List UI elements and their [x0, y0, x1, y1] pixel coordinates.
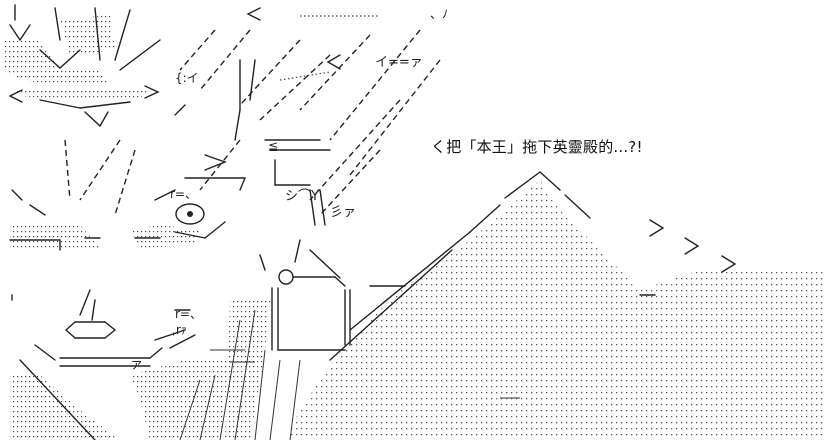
dotted-fill-ground-mid — [130, 225, 200, 248]
glyph-shi: シ⌒Y — [285, 189, 319, 204]
mountain-peak-outline — [504, 171, 561, 199]
ruined-building — [271, 249, 406, 351]
dotted-fill-ground-left — [10, 225, 100, 250]
dotted-fill-banner — [15, 88, 150, 100]
glyph-i-2: {:イ — [175, 71, 199, 85]
chevron-mark-3 — [721, 255, 737, 273]
mountain-dotted-fill — [285, 180, 824, 440]
figure-lower-left — [19, 289, 196, 440]
glyph-paren: 、ﾉ — [430, 7, 448, 21]
chevron-mark-2 — [684, 237, 700, 255]
glyph-i-1: イ==ァ — [375, 55, 423, 70]
glyph-kana-a: ァ — [130, 357, 143, 372]
glyph-r3: ,rｧ — [172, 323, 187, 337]
figure-center — [204, 59, 331, 271]
dotted-fill-bottom-mid — [130, 360, 230, 440]
scattered-marks — [11, 104, 656, 301]
chevron-mark-1 — [649, 219, 665, 237]
dotted-fill-ruins — [225, 300, 270, 440]
speech-text: く把「本王」拖下英靈殿的...?! — [431, 138, 643, 156]
figure-face-left — [9, 177, 246, 251]
dotted-fill-top-left — [5, 40, 110, 85]
chevron-left-mid — [326, 54, 341, 70]
ruins-stairs — [179, 309, 520, 440]
glyph-r: r=、 — [170, 187, 197, 201]
dotted-fill-hair — [60, 15, 115, 55]
glyph-geq: ≦ — [268, 139, 278, 153]
glyph-r2: r=、 — [175, 307, 202, 321]
glyph-sanzui: 彡ァ — [330, 205, 356, 220]
eye-shape — [175, 203, 205, 225]
speed-lines — [64, 29, 441, 216]
orb-shape — [278, 269, 294, 285]
figure-top-left — [8, 4, 161, 127]
chevron-left-top — [246, 7, 261, 21]
